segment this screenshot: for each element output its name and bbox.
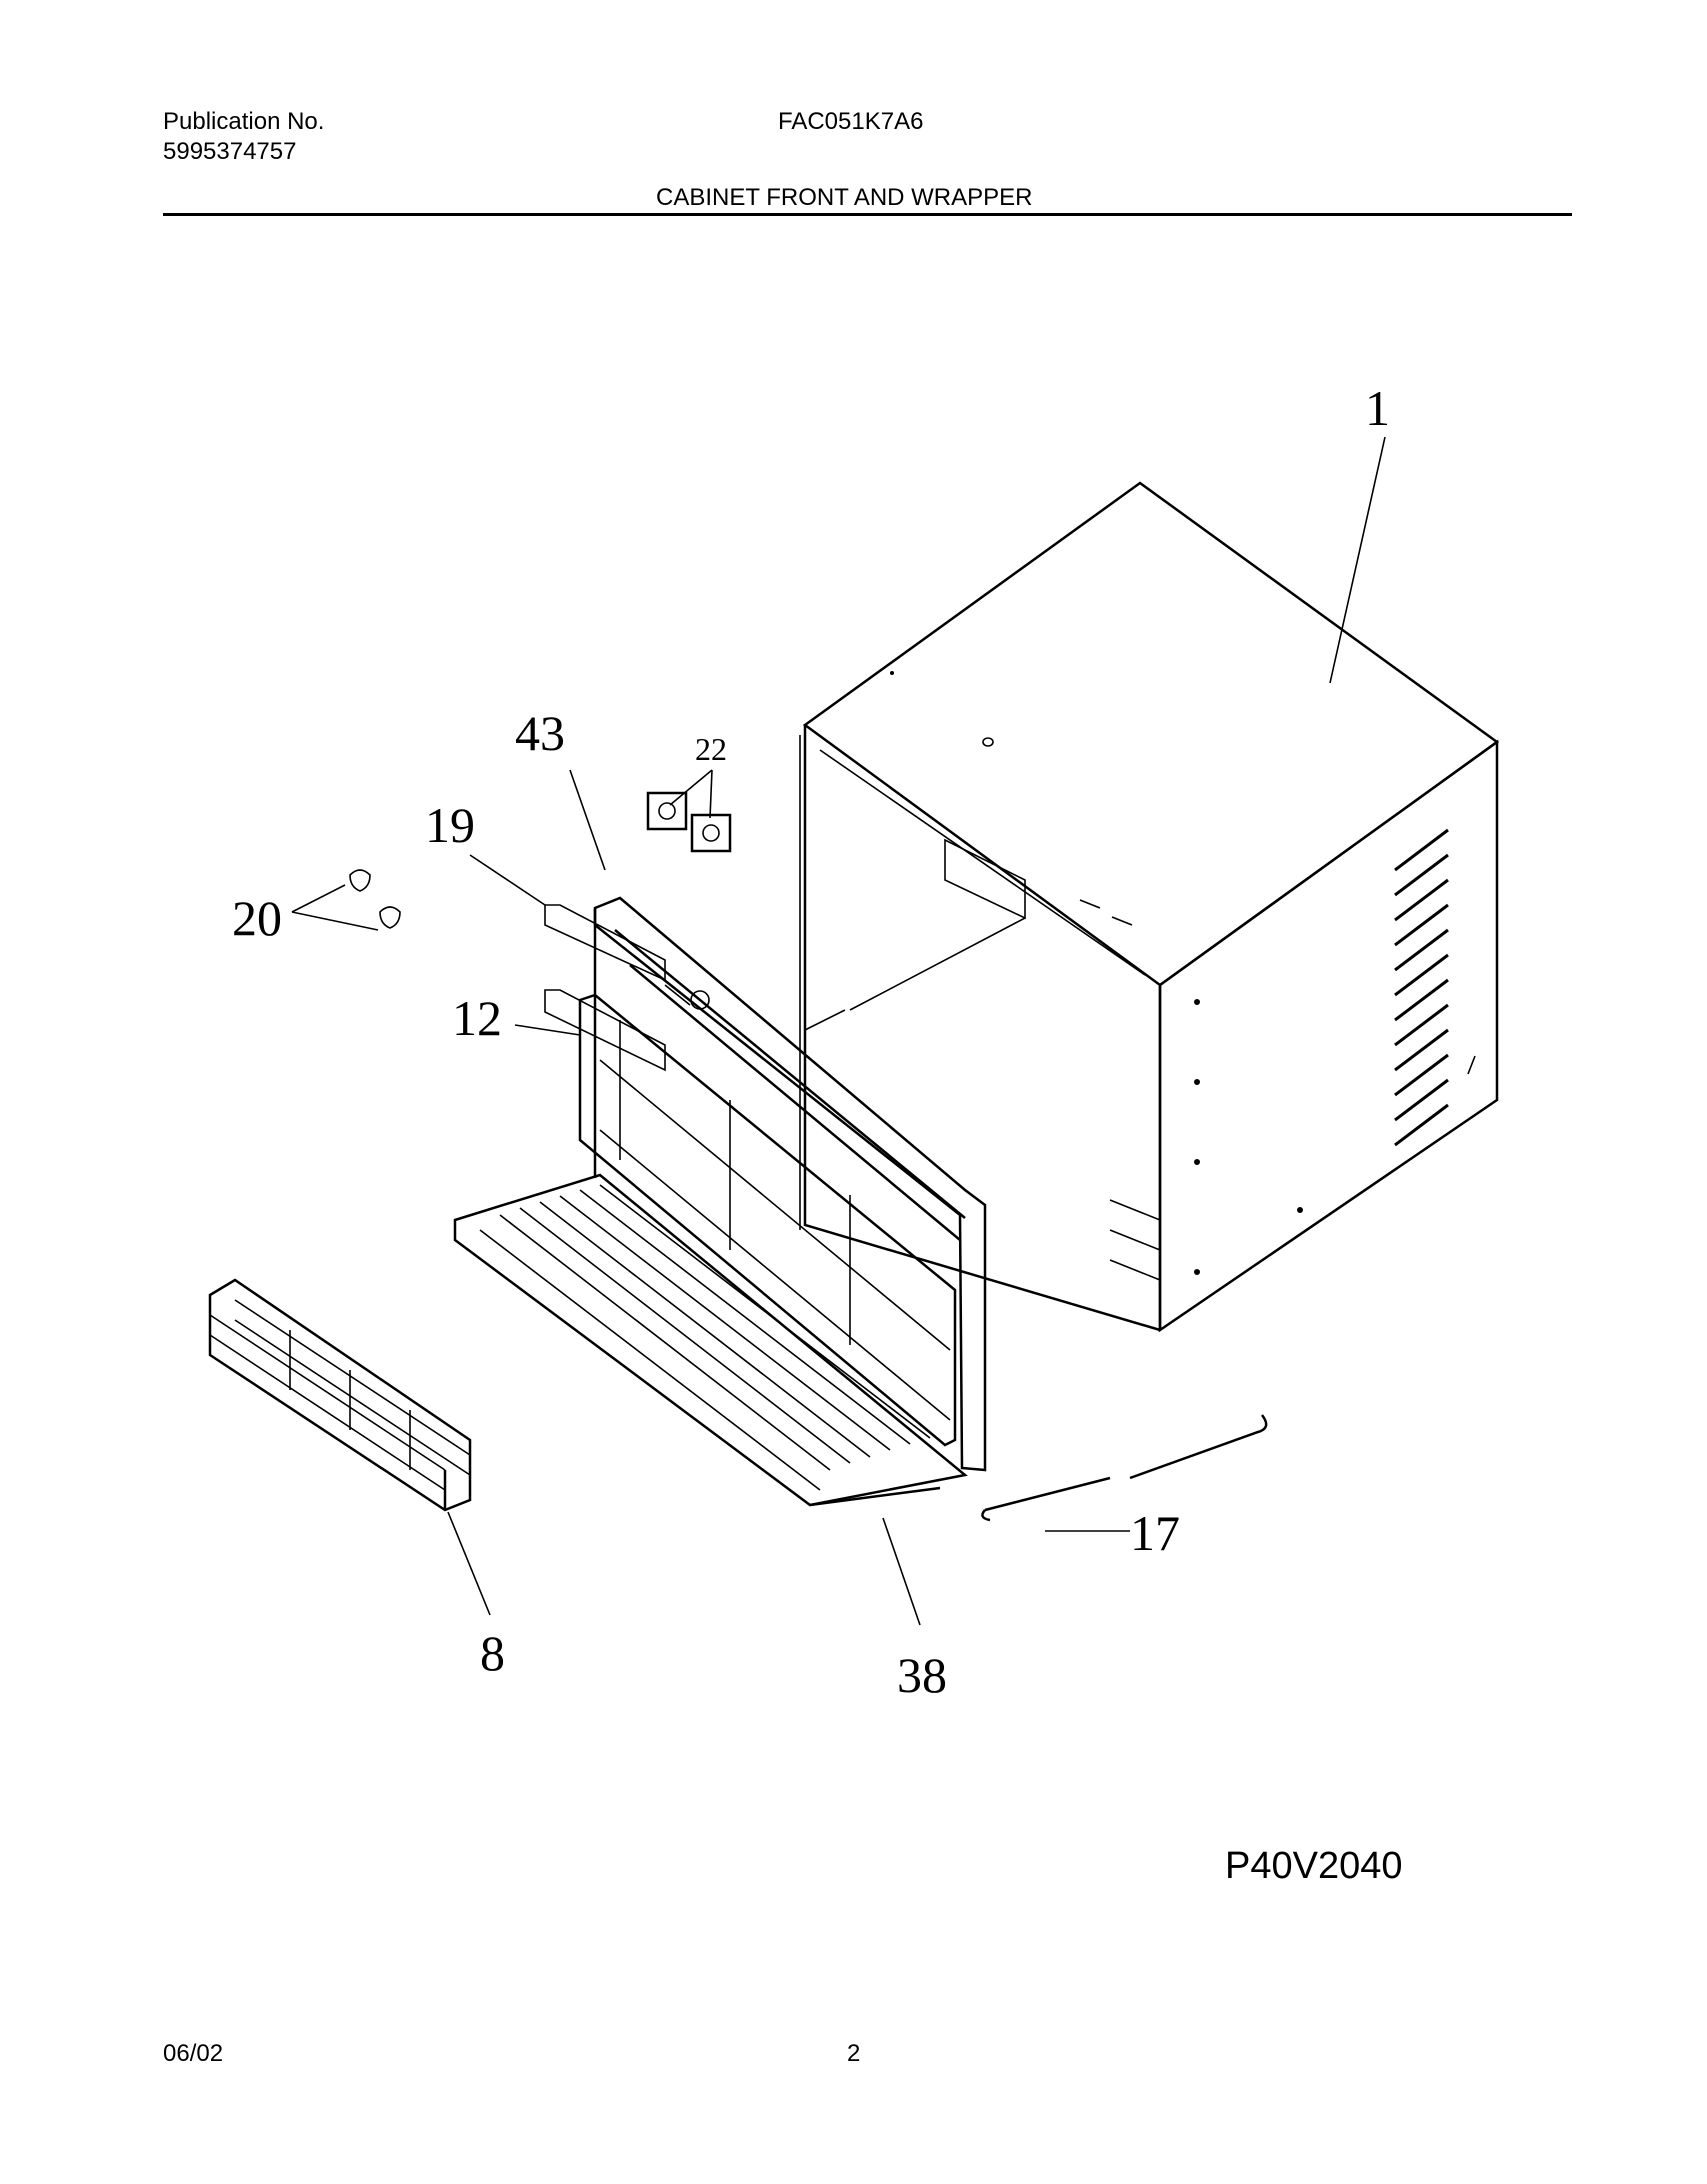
cabinet-wrapper-drawing xyxy=(799,481,1500,1333)
header-rule xyxy=(163,213,1572,216)
label-strips-drawing xyxy=(544,904,666,1072)
bracket-clips-drawing xyxy=(646,791,732,853)
page-number: 2 xyxy=(847,2040,861,2067)
callout-8: 8 xyxy=(480,1625,505,1681)
publication-label: Publication No. xyxy=(163,108,325,135)
leader-43 xyxy=(569,769,606,871)
leader-22b xyxy=(709,769,713,819)
callout-17: 17 xyxy=(1130,1505,1180,1561)
tray-ribs xyxy=(499,1184,931,1471)
leader-1 xyxy=(1329,436,1386,684)
footer-date: 06/02 xyxy=(163,2040,224,2067)
leader-19 xyxy=(469,854,546,906)
callout-20: 20 xyxy=(232,890,282,946)
leader-8 xyxy=(447,1511,491,1616)
cabinet-front-drawing xyxy=(453,896,987,1507)
drawing-code: P40V2040 xyxy=(1225,1845,1403,1887)
callout-43: 43 xyxy=(515,705,565,761)
section-title: CABINET FRONT AND WRAPPER xyxy=(656,184,1033,211)
publication-number: 5995374757 xyxy=(163,138,297,165)
leader-22a xyxy=(669,769,713,806)
leader-12 xyxy=(514,1024,581,1036)
callout-38: 38 xyxy=(897,1647,947,1703)
seal-strip-drawing xyxy=(981,1414,1268,1522)
discharge-grille-drawing xyxy=(208,1278,472,1512)
callout-12: 12 xyxy=(452,990,502,1046)
leader-20a xyxy=(291,884,346,913)
model-number: FAC051K7A6 xyxy=(778,108,924,135)
callout-1: 1 xyxy=(1365,380,1390,436)
callout-22: 22 xyxy=(695,731,727,767)
leader-38 xyxy=(882,1517,921,1626)
side-louvers xyxy=(1394,828,1449,1147)
callout-19: 19 xyxy=(425,797,475,853)
leader-20b xyxy=(291,911,379,931)
fasteners-drawing xyxy=(349,869,401,929)
